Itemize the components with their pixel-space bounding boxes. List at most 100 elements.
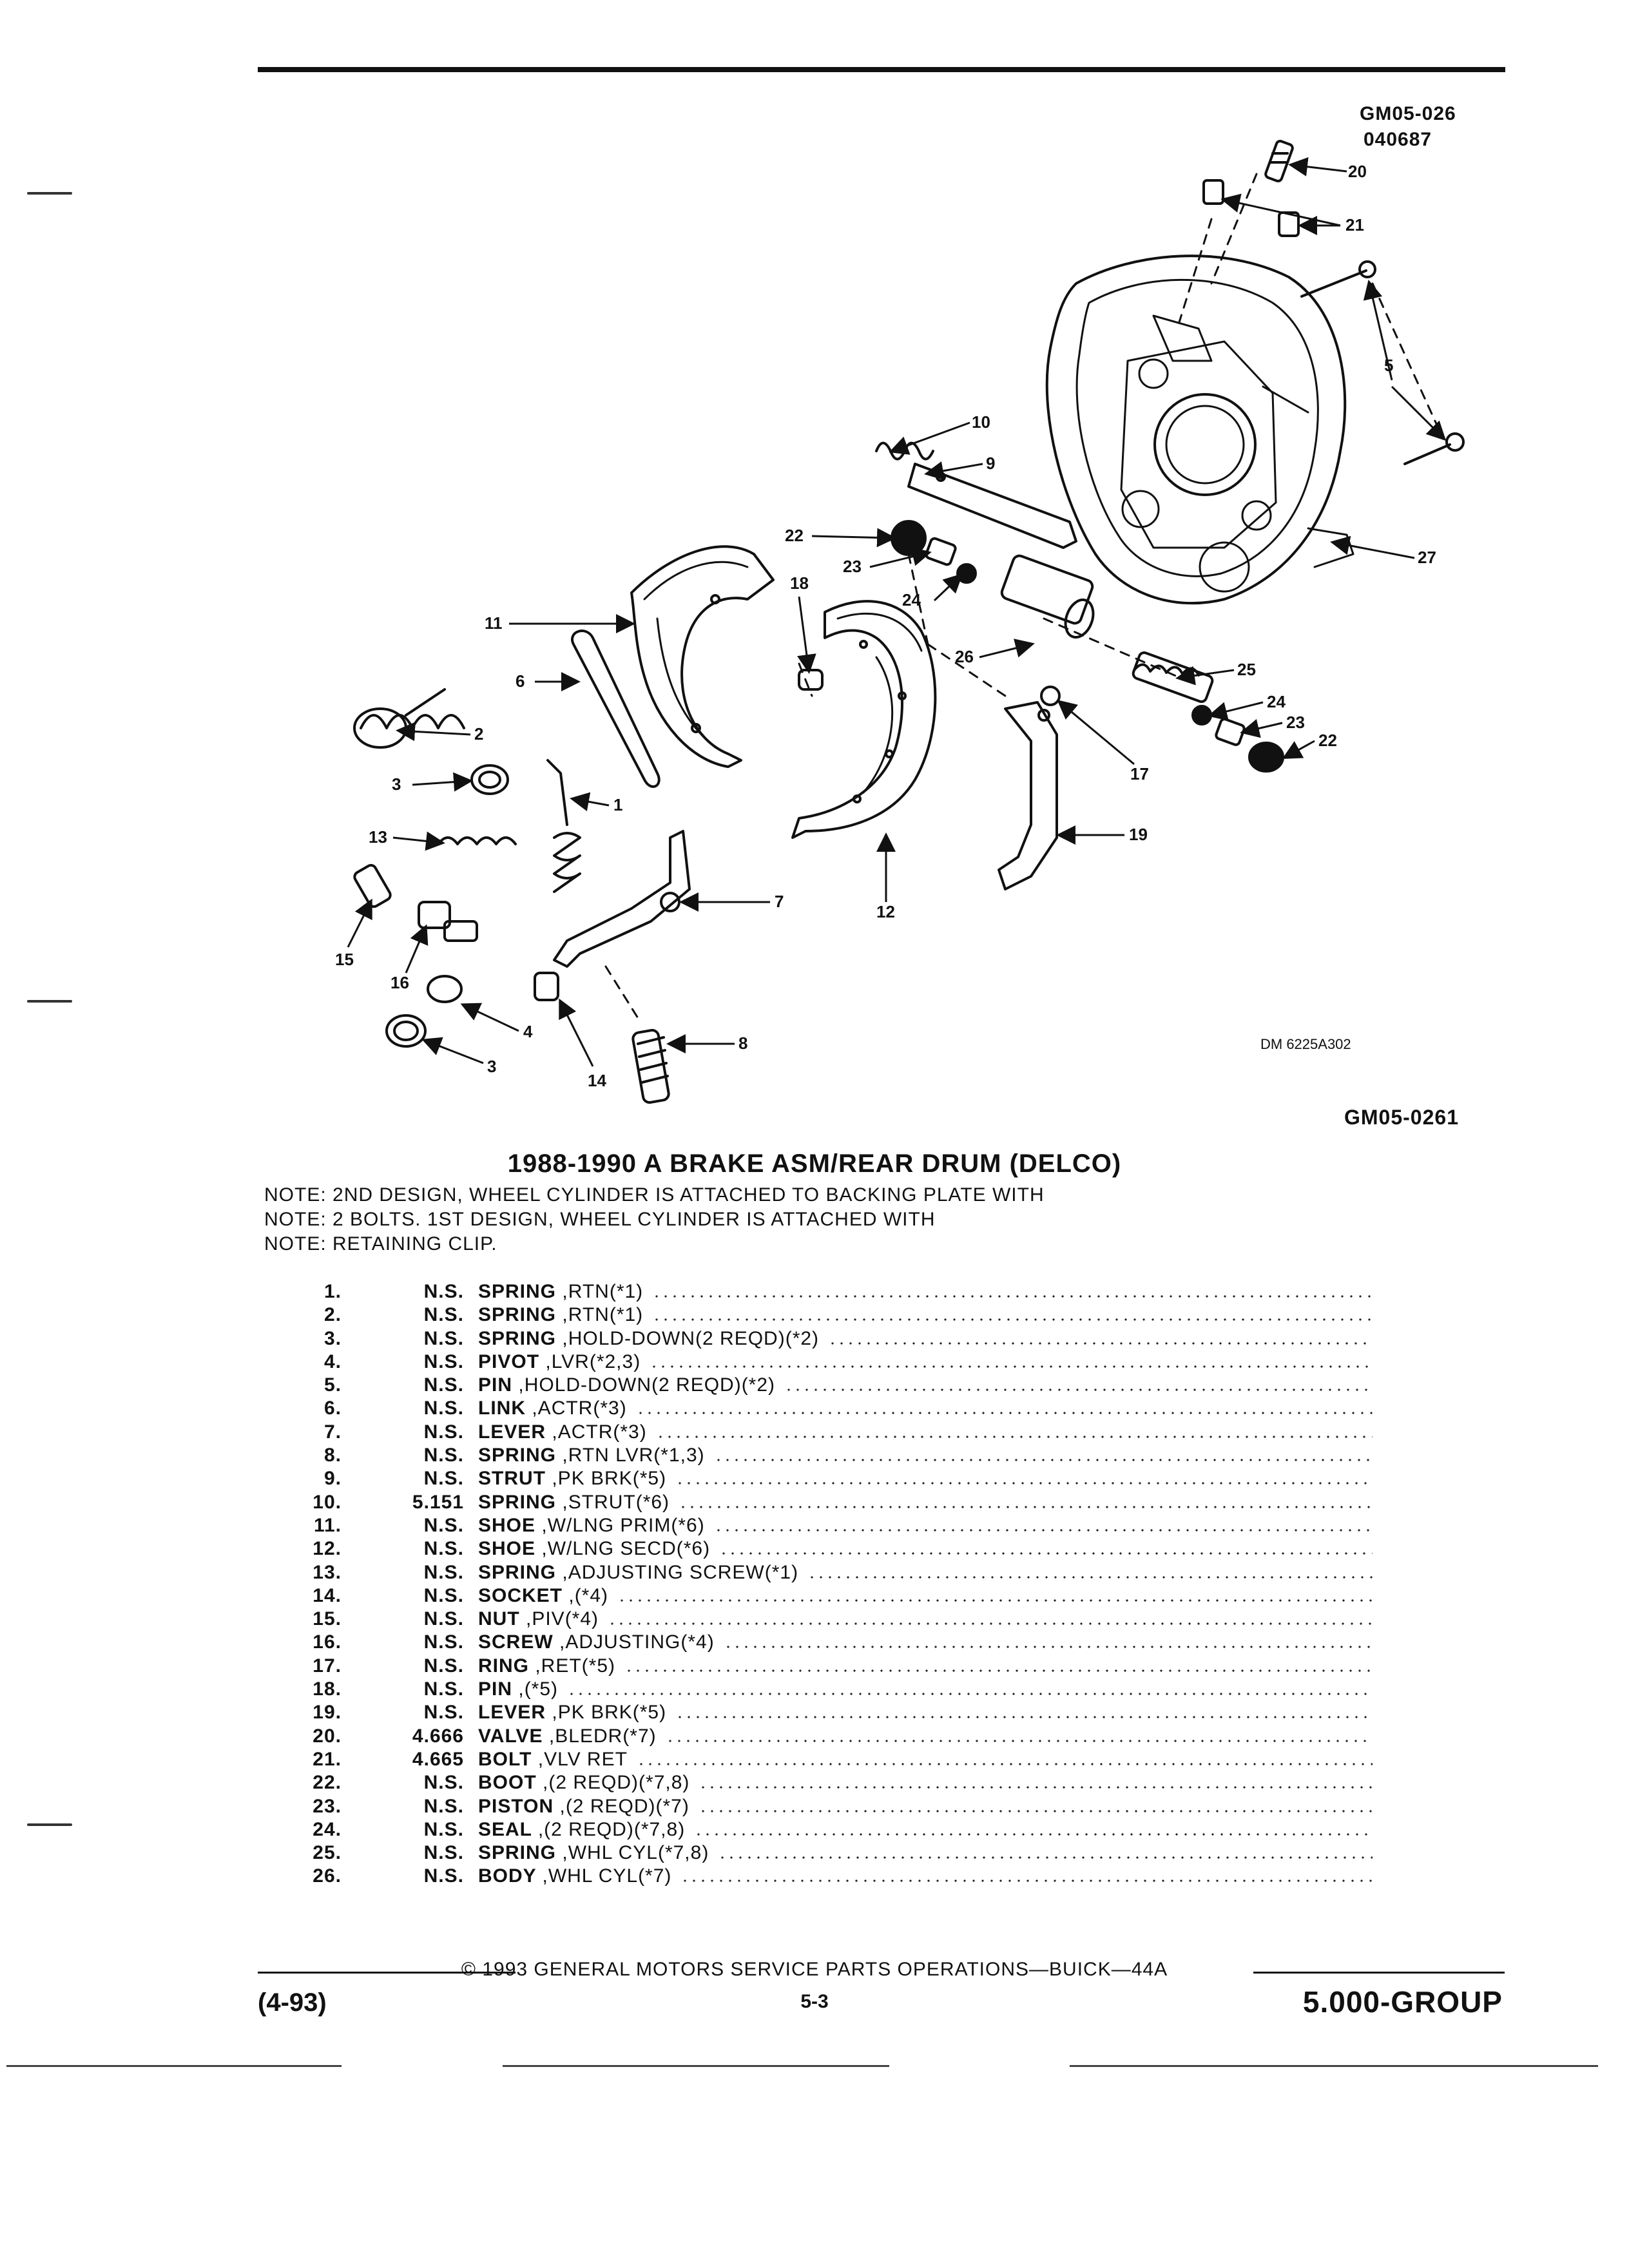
part-code: N.S. — [423, 1818, 464, 1840]
return-lever-spring — [631, 1028, 670, 1104]
part-code: N.S. — [423, 1514, 464, 1536]
part-code: N.S. — [423, 1655, 464, 1677]
part-description: PISTON ,(2 REQD)(*7) — [478, 1796, 689, 1818]
hold-down-pins — [1300, 260, 1465, 465]
adjusting-screw-spring — [437, 836, 517, 845]
part-row: 3.N.S.SPRING ,HOLD-DOWN(2 REQD)(*2) — [303, 1328, 1373, 1351]
part-number: 5. — [323, 1374, 342, 1396]
part-number: 3. — [323, 1327, 342, 1349]
leader-dots — [714, 1459, 1373, 1462]
callout-label: 24 — [902, 590, 921, 610]
part-description: SHOE ,W/LNG PRIM(*6) — [478, 1515, 705, 1537]
part-row: 16.N.S.SCREW ,ADJUSTING(*4) — [303, 1631, 1373, 1655]
part-number: 6. — [323, 1398, 342, 1419]
part-description: VALVE ,BLEDR(*7) — [478, 1725, 657, 1747]
part-description: PIN ,(*5) — [478, 1678, 558, 1700]
pivot-nut — [353, 863, 392, 908]
leader-dots — [699, 1786, 1373, 1789]
margin-mark — [27, 1000, 72, 1003]
part-description: LEVER ,ACTR(*3) — [478, 1421, 647, 1443]
part-description: SPRING ,RTN LVR(*1,3) — [478, 1445, 705, 1466]
part-number: 16. — [313, 1631, 342, 1653]
part-code: N.S. — [423, 1631, 464, 1653]
margin-mark — [27, 192, 72, 195]
part-detail: ,ACTR(*3) — [552, 1421, 647, 1443]
part-code: N.S. — [423, 1678, 464, 1700]
part-code: N.S. — [423, 1350, 464, 1372]
leader-dots — [666, 1739, 1373, 1742]
leader-dots — [636, 1412, 1373, 1415]
part-detail: ,VLV RET — [537, 1748, 628, 1770]
brake-exploded-diagram: 20 21 5 10 9 27 22 23 18 24 11 26 25 6 2… — [335, 140, 1465, 1104]
actuator-lever — [553, 830, 691, 968]
part-code: N.S. — [423, 1795, 464, 1817]
part-number: 18. — [313, 1678, 342, 1700]
part-description: NUT ,PIV(*4) — [478, 1608, 599, 1630]
strut — [907, 463, 1077, 549]
backing-plate — [1045, 255, 1354, 605]
leader-dots — [624, 1669, 1373, 1672]
part-detail: ,PK BRK(*5) — [552, 1468, 667, 1490]
part-detail: ,ADJUSTING SCREW(*1) — [562, 1561, 799, 1583]
leader-dots — [608, 1622, 1373, 1626]
part-name: SCREW — [478, 1631, 554, 1653]
part-row: 23.N.S.PISTON ,(2 REQD)(*7) — [303, 1796, 1373, 1819]
part-row: 5.N.S.PIN ,HOLD-DOWN(2 REQD)(*2) — [303, 1374, 1373, 1398]
leader-dots — [617, 1599, 1373, 1602]
part-detail: ,STRUT(*6) — [562, 1491, 670, 1513]
retaining-ring — [1040, 686, 1061, 706]
part-detail: ,WHL CYL(*7,8) — [562, 1842, 709, 1864]
part-number: 4. — [323, 1350, 342, 1372]
pivot — [427, 975, 463, 1003]
part-description: SEAL ,(2 REQD)(*7,8) — [478, 1819, 685, 1841]
leader-dots — [652, 1318, 1373, 1321]
part-name: NUT — [478, 1608, 520, 1630]
part-description: SPRING ,RTN(*1) — [478, 1304, 643, 1326]
part-number: 26. — [313, 1865, 342, 1887]
part-detail: ,RTN(*1) — [562, 1281, 644, 1302]
part-number: 24. — [313, 1818, 342, 1840]
part-code: 4.665 — [412, 1748, 464, 1770]
leader-dots — [699, 1809, 1373, 1812]
note-line: NOTE: 2 BOLTS. 1ST DESIGN, WHEEL CYLINDE… — [264, 1209, 936, 1230]
part-code: N.S. — [423, 1772, 464, 1794]
wheel-cylinder — [891, 520, 1284, 773]
part-description: PIVOT ,LVR(*2,3) — [478, 1351, 641, 1373]
note-line: NOTE: RETAINING CLIP. — [264, 1233, 497, 1254]
part-row: 4. N.S. PIVOT ,LVR(*2,3) — [303, 1351, 1373, 1374]
part-description: BOLT ,VLV RET — [478, 1749, 628, 1771]
part-code: N.S. — [423, 1865, 464, 1887]
part-detail: ,(*5) — [518, 1678, 559, 1700]
part-name: BODY — [478, 1865, 537, 1887]
callout-label: 12 — [876, 902, 895, 921]
margin-mark — [27, 1823, 72, 1826]
part-detail: ,RET(*5) — [535, 1655, 616, 1677]
part-description: SHOE ,W/LNG SECD(*6) — [478, 1538, 710, 1560]
callout-label: 5 — [1384, 356, 1393, 375]
callout-label: 2 — [474, 724, 483, 744]
part-name: SHOE — [478, 1538, 536, 1560]
bleeder-valve — [1264, 140, 1294, 182]
part-row: 24. N.S. SEAL ,(2 REQD)(*7,8) — [303, 1819, 1373, 1842]
leader-dots — [719, 1552, 1373, 1555]
return-spring-2 — [353, 688, 465, 749]
part-row: 2.N.S.SPRING ,RTN(*1) — [303, 1304, 1373, 1327]
leader-dots — [652, 1295, 1373, 1298]
valve-bolts — [1202, 179, 1300, 237]
part-name: BOOT — [478, 1772, 537, 1794]
primary-shoe — [630, 545, 775, 768]
part-name: SPRING — [478, 1327, 557, 1349]
part-name: SPRING — [478, 1445, 557, 1466]
bottom-rule — [6, 2065, 342, 2067]
part-number: 20. — [313, 1725, 342, 1747]
part-detail: ,PIV(*4) — [526, 1608, 599, 1630]
leader-dots — [680, 1879, 1373, 1883]
part-name: PIVOT — [478, 1350, 540, 1372]
part-row: 9.N.S.STRUT ,PK BRK(*5) — [303, 1468, 1373, 1491]
callout-label: 17 — [1130, 764, 1149, 783]
bottom-rule — [503, 2065, 889, 2067]
callout-label: 20 — [1348, 162, 1367, 181]
part-code: N.S. — [423, 1327, 464, 1349]
